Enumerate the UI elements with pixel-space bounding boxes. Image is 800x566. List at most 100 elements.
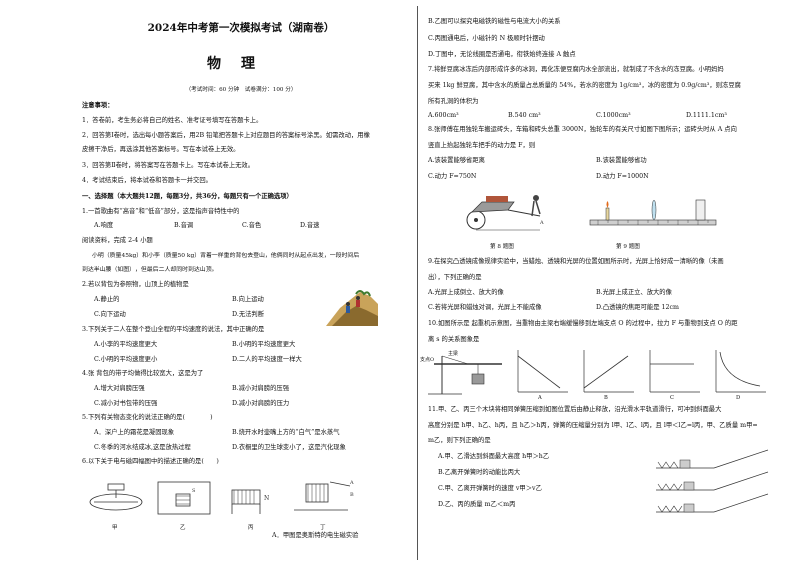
- q3-stem: 3.下列关于二人在整个登山全程的平均速度的说法，其中正确的是: [82, 326, 265, 333]
- q6-option-b: B.乙图可以探究电磁铁的磁性与电流大小的关系: [428, 18, 561, 25]
- q4-option-d: D.减小对肩膀的压力: [232, 400, 290, 407]
- q8-option-b: B.该装置能够省功: [596, 157, 647, 164]
- q9-option-b: B.光屏上成正立、放大的像: [596, 289, 672, 296]
- q8-stem-2: 竖直上抬起独轮车把手的动力是 F，则: [428, 142, 536, 149]
- q1-option-d: D.音速: [300, 222, 320, 229]
- q2-option-c: C.向下运动: [94, 311, 126, 318]
- note-4: 4．考试结束后，将本试卷和答题卡一并交回。: [82, 177, 212, 184]
- q11-stem-2: 高度分别是 h甲、h乙、h丙，且 h乙＞h丙，弹簧的压缩量分别为 l甲、l乙、l…: [428, 422, 758, 429]
- q8-option-d: D.动力 F=1000N: [596, 173, 649, 180]
- q1-option-c: C.音色: [242, 222, 262, 229]
- q11-option-b: B.乙离开弹簧时的动能比丙大: [438, 469, 521, 476]
- q6-option-c: C.丙图通电后，小磁针的 N 极顺时针摆动: [428, 35, 545, 42]
- q7-option-d: D.1111.1cm³: [686, 112, 727, 119]
- q5-option-c: C.冬季的河水结成冰,这是放热过程: [94, 444, 191, 451]
- graph-d: [710, 348, 768, 398]
- column-divider: [417, 6, 418, 560]
- graph-d-label: D: [736, 395, 741, 401]
- svg-text:A: A: [349, 480, 354, 486]
- q10-stem-2: 离 s 的关系图象是: [428, 336, 480, 343]
- exam-meta: （考试时间：60 分钟 试卷满分：100 分）: [185, 87, 297, 93]
- left-column: 2024年中考第一次模拟考试（湖南卷） 物理 （考试时间：60 分钟 试卷满分：…: [82, 0, 400, 566]
- reading-intro: 阅读资料，完成 2-4 小题: [82, 237, 153, 244]
- svg-text:S: S: [192, 488, 196, 494]
- q11-option-d: D.乙、丙的质量 m乙＜m丙: [438, 501, 516, 508]
- note-2-cont: 皮擦干净后，再选涂其他答案标号。写在本试卷上无效。: [82, 146, 240, 153]
- crane-figure: [428, 350, 506, 398]
- q9-option-d: D.凸透镜的焦距可能是 12cm: [596, 304, 680, 311]
- q6-caption-b: 乙: [180, 525, 186, 531]
- section-1-heading: 一、选择题（本大题共12题，每题3分，共36分，每题只有一个正确选项）: [82, 193, 293, 200]
- q11-option-c: C.甲、乙离开弹簧时的速度 v甲＞v乙: [438, 485, 542, 492]
- q4-option-a: A.增大对肩膀压强: [94, 385, 145, 392]
- q6-figure-c: N: [222, 478, 282, 518]
- spring-ramp-figure: [654, 448, 772, 520]
- note-1: 1．答卷前，考生务必将自己的姓名、准考证号填写在答题卡上。: [82, 117, 263, 124]
- q7-option-b: B.540 cm³: [508, 112, 541, 119]
- q9-option-c: C.若将光屏和蜡烛对调，光屏上不能成像: [428, 304, 542, 311]
- q4-option-c: C.减小对书包带的压强: [94, 400, 158, 407]
- graph-b-label: B: [604, 395, 608, 401]
- graph-c-label: C: [670, 395, 674, 401]
- q2-option-a: A.静止的: [94, 296, 120, 303]
- svg-text:B: B: [350, 492, 354, 498]
- q5-option-a: A．深户上的霜花是凝固现象: [94, 429, 175, 436]
- q9-stem-2: 出），下列正确的是: [428, 274, 482, 281]
- q6-figure-a: [86, 476, 146, 516]
- q7-stem-3: 所有孔洞的体积为: [428, 98, 479, 105]
- q1-option-a: A.响度: [94, 222, 114, 229]
- q6-figure-b: S: [154, 478, 214, 518]
- q2-option-b: B.向上运动: [232, 296, 264, 303]
- q4-stem: 4.张 背包的带子均做得比较宽大，这是为了: [82, 370, 204, 377]
- graph-b: [578, 348, 636, 398]
- svg-text:N: N: [264, 495, 269, 502]
- mountain-climbers-figure: [326, 286, 378, 326]
- graph-a-label: A: [538, 395, 542, 401]
- graph-c: [644, 348, 702, 398]
- notes-heading: 注意事项：: [82, 102, 114, 109]
- q11-stem-3: m乙，则下列正确的是: [428, 437, 491, 444]
- q6-option-d: D.丁图中，无论线圈是否通电，衔铁始终连接 A 触点: [428, 51, 576, 58]
- q8-option-c: C.动力 F=750N: [428, 173, 477, 180]
- wheelbarrow-figure: A: [462, 190, 552, 234]
- q5-stem: 5.下列有关物态变化的说法正确的是( ): [82, 414, 213, 421]
- q1-stem: 1.一首歌曲有“高音”和“低音”部分，这是指声音特性中的: [82, 208, 240, 215]
- q8-stem-1: 8.张师傅在用独轮车搬运砖头，车箱和砖头总重 3000N，独轮车的有关尺寸如图下…: [428, 126, 737, 133]
- q6-stem: 6.以下关于电与磁四幅图中的描述正确的是( ): [82, 458, 219, 465]
- q11-option-a: A.甲、乙滑达到斜面最大高度 h甲＞h乙: [438, 453, 550, 460]
- q6-caption-a: 甲: [112, 525, 118, 531]
- q10-stem-1: 10.如图所示是 起重机示意图，当重物由主梁右端缓慢移到左端支点 O 的过程中，…: [428, 320, 738, 327]
- passage-line-1: 小明（质量45kg）和小李（质量50 kg）背着一样重的背包去登山，他俩同时从起…: [92, 253, 360, 259]
- q7-option-a: A.600cm³: [428, 112, 459, 119]
- q3-option-c: C.小明的平均速度更小: [94, 356, 158, 363]
- note-2: 2．回答第Ⅰ卷时，选出每小题答案后，用2B 铅笔把答题卡上对应题目的答案标号涂黑…: [82, 132, 370, 139]
- q3-option-d: D.二人的平均速度一样大: [232, 356, 302, 363]
- q9-option-a: A.光屏上成倒立、放大的像: [428, 289, 504, 296]
- passage-line-2: 到达半山腰（如图），但最后二人却同时到达山顶。: [82, 267, 218, 273]
- graph-a: [512, 348, 570, 398]
- fig8-caption: 第 8 题图: [490, 244, 514, 250]
- q6-figure-d: A B: [288, 476, 358, 520]
- exam-subject: 物理: [207, 56, 275, 72]
- q9-stem-1: 9.在探究凸透镜成像规律实验中，当蜡烛、透镜和光屏的位置如图所示时，光屏上恰好成…: [428, 258, 724, 265]
- q5-option-b: B.烧开水时壶嘴上方的“白气”是水蒸气: [232, 429, 340, 436]
- q3-option-b: B.小明的平均速度更大: [232, 341, 296, 348]
- q7-stem-1: 7.将鲜豆腐冰冻后内部形成许多的冰洞，再化冻便豆腐内水全部流出，就制成了不含水的…: [428, 66, 724, 73]
- q2-option-d: D.无法判断: [232, 311, 265, 318]
- q1-option-b: B.音调: [174, 222, 194, 229]
- q6-caption-d: 丁: [320, 525, 326, 531]
- q2-stem: 2.若以背包为参照物，山顶上的植物是: [82, 281, 189, 288]
- q5-option-d: D.衣橱里的卫生球变小了，这是汽化现象: [232, 444, 346, 451]
- crane-pivot-label: 支点O: [420, 357, 435, 363]
- q6-option-a: A．甲图是奥斯特的电生磁实验: [272, 532, 359, 539]
- q11-stem-1: 11.甲、乙、丙三个木块将相同弹簧压缩到如图位置后由静止释放，沿光滑水平轨道滑行…: [428, 406, 722, 413]
- q4-option-b: B.减小对肩膀的压强: [232, 385, 290, 392]
- right-column: B.乙图可以探究电磁铁的磁性与电流大小的关系 C.丙图通电后，小磁针的 N 极顺…: [420, 0, 776, 566]
- note-3: 3．回答第Ⅱ卷时，将答案写在答题卡上。写在本试卷上无效。: [82, 162, 255, 169]
- q7-stem-2: 买来 1kg 鲜豆腐，其中含水的质量占总质量的 54%，若水的密度为 1g/cm…: [428, 82, 741, 89]
- crane-beam-label: 主梁: [448, 351, 459, 357]
- q7-option-c: C.1000cm³: [596, 112, 631, 119]
- svg-text:A: A: [539, 220, 544, 226]
- fig9-caption: 第 9 题图: [616, 244, 640, 250]
- optical-bench-figure: [588, 196, 718, 232]
